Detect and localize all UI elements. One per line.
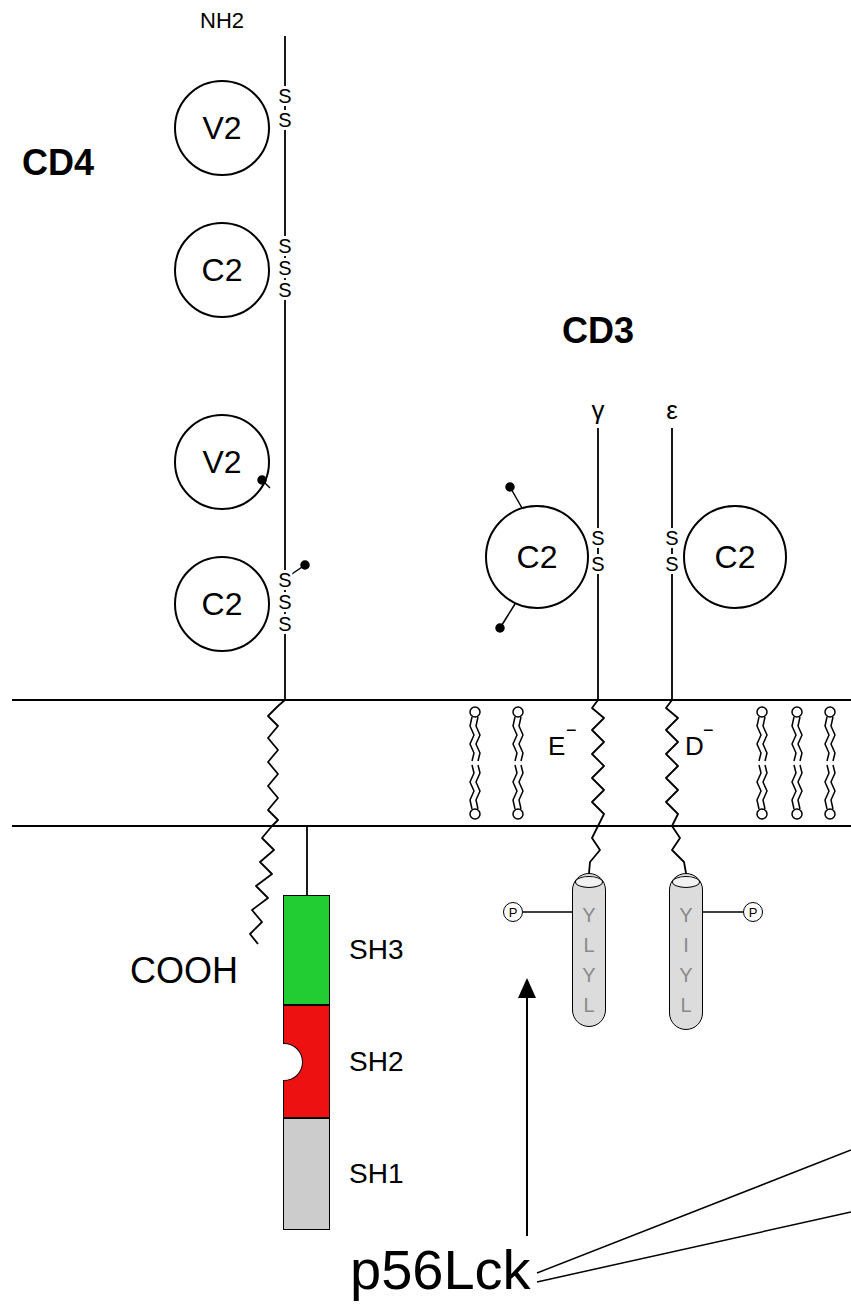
disulfide-letter: S xyxy=(277,614,292,634)
lipid xyxy=(757,765,767,819)
lipid xyxy=(792,707,802,761)
disulfide-letter: S xyxy=(277,258,292,278)
disulfide-letter: S xyxy=(277,280,292,300)
lck-anchor-line xyxy=(306,826,308,895)
phosphate-circle: P xyxy=(743,902,763,922)
lck-arrow xyxy=(518,978,536,1236)
chain-label: γ xyxy=(592,396,605,426)
node-text: P xyxy=(509,906,518,919)
disulfide-letter: S xyxy=(664,528,679,548)
gamma-transmembrane-helix xyxy=(592,700,604,826)
lipid xyxy=(825,765,835,819)
phosphate-bond-line xyxy=(523,911,572,913)
cd4-transmembrane-helix xyxy=(268,700,285,826)
molecule-label: CD3 xyxy=(562,310,634,351)
domain-circle: C2 xyxy=(485,505,589,609)
epsilon-transmembrane-helix xyxy=(666,700,678,826)
disulfide-letter: S xyxy=(277,236,292,256)
disulfide-letter: S xyxy=(277,570,292,590)
node-text: Y I Y L xyxy=(678,900,694,1020)
kinase-label: p56Lck xyxy=(350,1238,531,1302)
leader-line xyxy=(537,1150,851,1273)
membrane xyxy=(12,700,851,826)
sh-domain-box: SH1 xyxy=(283,1118,330,1230)
glycan-dot xyxy=(258,476,266,484)
lipid xyxy=(513,707,523,761)
glycan-dot xyxy=(301,561,309,569)
disulfide-letter: S xyxy=(664,554,679,574)
disulfide-letter: S xyxy=(590,528,605,548)
cd4-cytoplasmic-tail xyxy=(250,826,274,944)
domain-circle: V2 xyxy=(174,414,270,510)
sh2-notch xyxy=(283,1043,303,1081)
node-text: C2 xyxy=(517,541,558,573)
glycan-dot xyxy=(496,624,504,632)
terminus-label: NH2 xyxy=(200,8,244,33)
lipid xyxy=(470,765,480,819)
phosphate-circle: P xyxy=(503,902,523,922)
capsule-cap xyxy=(672,876,700,888)
glycosylation-sites xyxy=(258,476,522,632)
arrow-shaft xyxy=(526,996,528,1236)
disulfide-letter: S xyxy=(590,554,605,574)
disulfide-letter: S xyxy=(277,592,292,612)
itam-capsule: Y L Y L xyxy=(572,873,606,1027)
domain-circle: C2 xyxy=(174,222,270,318)
node-text: C2 xyxy=(202,254,243,286)
node-text: Y L Y L xyxy=(581,900,597,1020)
node-text: SH1 xyxy=(349,1158,403,1190)
leader-line xyxy=(537,1212,851,1282)
lipid xyxy=(513,765,523,819)
itam-capsule: Y I Y L xyxy=(669,873,703,1030)
residue-label: D xyxy=(685,732,704,762)
lipid xyxy=(757,707,767,761)
domain-circle: C2 xyxy=(683,505,787,609)
molecule-label: CD4 xyxy=(22,142,94,183)
node-text: V2 xyxy=(202,446,241,478)
domain-circle: C2 xyxy=(174,556,270,652)
gamma-cytoplasmic-chain xyxy=(589,826,600,873)
node-text: P xyxy=(749,906,758,919)
lipid xyxy=(470,707,480,761)
domain-circle: V2 xyxy=(174,80,270,176)
lipid xyxy=(825,707,835,761)
glycan-dot xyxy=(506,483,514,491)
lipid xyxy=(792,765,802,819)
node-text: SH2 xyxy=(349,1046,403,1078)
lipids xyxy=(470,707,835,819)
phosphate-bond-line xyxy=(703,911,743,913)
terminus-label: COOH xyxy=(130,950,238,991)
sh-domain-box: SH2 xyxy=(283,1005,330,1118)
capsule-cap xyxy=(575,876,603,888)
node-text: V2 xyxy=(202,112,241,144)
node-text: SH3 xyxy=(349,934,403,966)
node-text: C2 xyxy=(715,541,756,573)
residue-label: E xyxy=(548,732,565,762)
sh-domain-box: SH3 xyxy=(283,895,330,1005)
chains xyxy=(250,36,686,944)
epsilon-cytoplasmic-chain xyxy=(672,826,686,873)
membrane-outer-line xyxy=(12,699,851,701)
chain-label: ε xyxy=(666,396,678,426)
charge-sign: − xyxy=(566,720,577,741)
node-text: C2 xyxy=(202,588,243,620)
membrane-inner-line xyxy=(12,825,851,827)
arrow-head xyxy=(518,978,536,998)
disulfide-letter: S xyxy=(277,110,292,130)
leader-lines xyxy=(537,1150,851,1282)
disulfide-letter: S xyxy=(277,86,292,106)
charge-sign: − xyxy=(703,720,714,741)
